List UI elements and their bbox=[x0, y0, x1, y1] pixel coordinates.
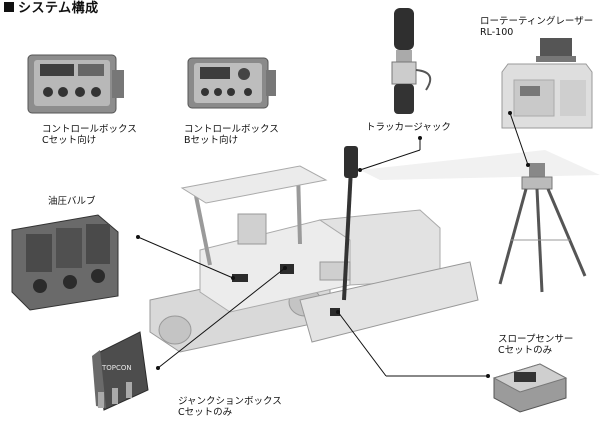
control-box-b-image bbox=[187, 57, 276, 109]
rotating-laser-image bbox=[501, 38, 593, 129]
control-box-c-image bbox=[27, 54, 124, 114]
label-rotating-laser-line2: RL-100 bbox=[480, 27, 514, 38]
hydraulic-valve-image bbox=[11, 214, 119, 311]
connector-lines bbox=[137, 112, 529, 377]
label-slope-sensor-line1: スロープセンサー bbox=[498, 334, 574, 345]
label-hydraulic-valve-line1: 油圧バルブ bbox=[48, 196, 96, 207]
junction-box-image: TOPCON bbox=[92, 331, 149, 411]
bulldozer-image bbox=[149, 146, 479, 353]
tracker-jack-image bbox=[391, 8, 432, 114]
connector-dots bbox=[136, 111, 530, 378]
tripod-image bbox=[498, 163, 587, 293]
label-hydraulic-valve: 油圧バルブ bbox=[48, 196, 96, 207]
title-text: システム構成 bbox=[18, 1, 99, 16]
label-tracker-jack-line1: トラッカージャック bbox=[366, 122, 451, 133]
label-slope-sensor: スロープセンサー Cセットのみ bbox=[498, 334, 573, 356]
laser-beam bbox=[360, 150, 600, 180]
junction-box-brand: TOPCON bbox=[101, 364, 132, 372]
label-control-box-b-line1: コントロールボックス bbox=[184, 124, 279, 135]
title-square-icon bbox=[4, 2, 14, 12]
label-rotating-laser: ローテーティングレーザー RL-100 bbox=[480, 16, 593, 38]
label-control-box-c: コントロールボックス Cセット向け bbox=[42, 124, 137, 146]
label-rotating-laser-line1: ローテーティングレーザー bbox=[480, 16, 594, 27]
label-tracker-jack: トラッカージャック bbox=[366, 122, 451, 133]
label-control-box-b: コントロールボックス Bセット向け bbox=[184, 124, 279, 146]
label-control-box-c-line2: Cセット向け bbox=[42, 135, 97, 146]
section-title: システム構成 bbox=[4, 0, 99, 16]
label-control-box-c-line1: コントロールボックス bbox=[42, 124, 137, 135]
label-junction-box: ジャンクションボックス Cセットのみ bbox=[178, 396, 282, 418]
label-slope-sensor-line2: Cセットのみ bbox=[498, 345, 553, 356]
label-control-box-b-line2: Bセット向け bbox=[184, 135, 239, 146]
slope-sensor-image bbox=[492, 363, 568, 413]
label-junction-box-line2: Cセットのみ bbox=[178, 407, 233, 418]
label-junction-box-line1: ジャンクションボックス bbox=[178, 396, 282, 407]
